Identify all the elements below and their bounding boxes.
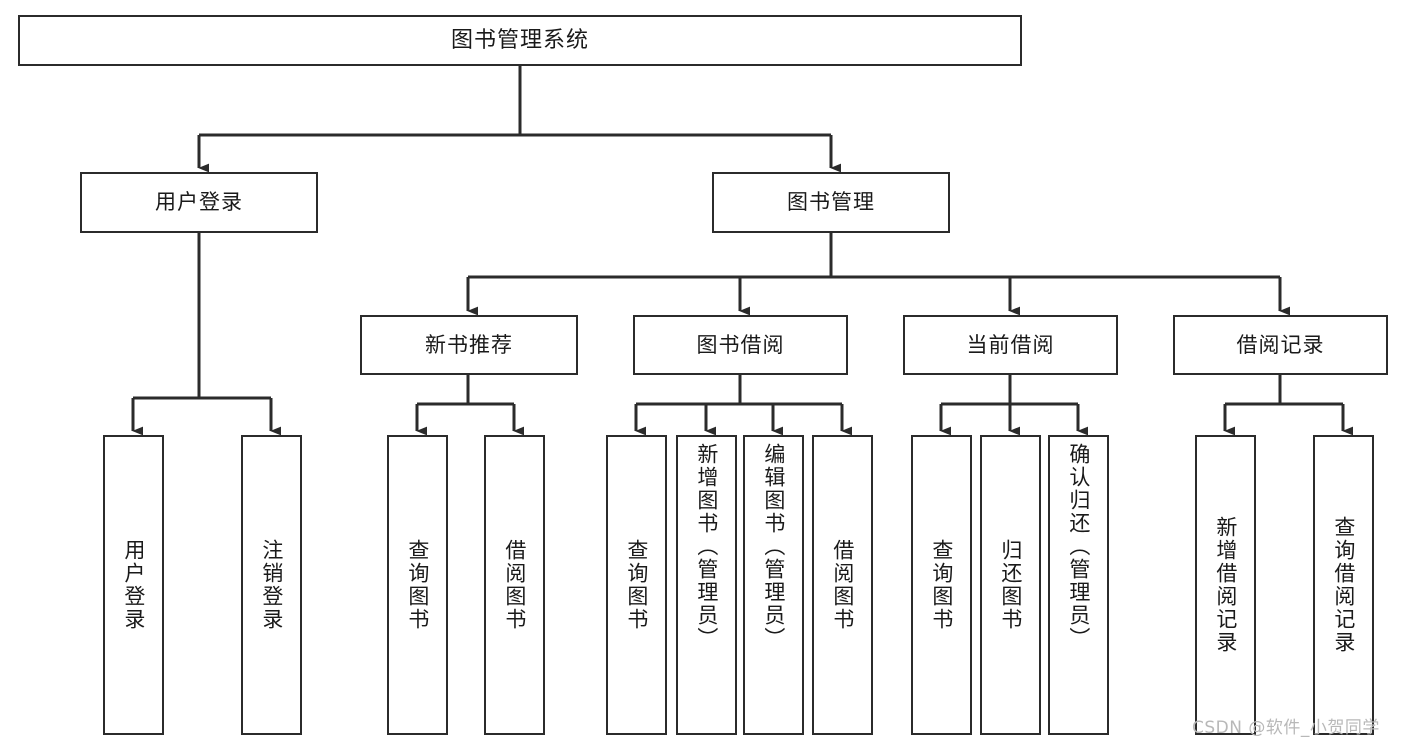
node-label: 新书推荐 — [425, 332, 513, 357]
leaf-user-login-signin[interactable]: 用户登录 — [103, 435, 164, 735]
node-label: 查询借阅记录 — [1331, 516, 1356, 654]
node-label: 当前借阅 — [966, 332, 1055, 357]
leaf-new-book-query[interactable]: 查询图书 — [387, 435, 448, 735]
node-label: 用户登录 — [121, 539, 146, 631]
node-label: 查询图书 — [624, 539, 649, 631]
node-label: 新增借阅记录 — [1213, 516, 1238, 654]
node-label: 借阅图书 — [502, 539, 527, 631]
node-label: 借阅记录 — [1236, 332, 1325, 357]
node-label: 新增图书（管理员） — [694, 443, 719, 650]
node-label: 确认归还（管理员） — [1066, 443, 1091, 650]
leaf-user-login-signout[interactable]: 注销登录 — [241, 435, 302, 735]
node-label: 查询图书 — [929, 539, 954, 631]
leaf-current-borrow-return[interactable]: 归还图书 — [980, 435, 1041, 735]
node-label: 编辑图书（管理员） — [761, 443, 786, 650]
node-book-management[interactable]: 图书管理 — [712, 172, 950, 233]
node-label: 图书借阅 — [696, 332, 785, 357]
node-new-book-recommend[interactable]: 新书推荐 — [360, 315, 578, 375]
leaf-borrow-record-query[interactable]: 查询借阅记录 — [1313, 435, 1374, 735]
node-user-login[interactable]: 用户登录 — [80, 172, 318, 233]
leaf-new-book-borrow[interactable]: 借阅图书 — [484, 435, 545, 735]
leaf-current-borrow-query[interactable]: 查询图书 — [911, 435, 972, 735]
leaf-book-borrow-add[interactable]: 新增图书（管理员） — [676, 435, 737, 735]
leaf-borrow-record-add[interactable]: 新增借阅记录 — [1195, 435, 1256, 735]
leaf-book-borrow-edit[interactable]: 编辑图书（管理员） — [743, 435, 804, 735]
node-label: 用户登录 — [155, 190, 243, 215]
node-label: 查询图书 — [405, 539, 430, 631]
node-label: 图书管理 — [787, 190, 875, 215]
node-label: 图书管理系统 — [450, 27, 589, 53]
leaf-book-borrow-lend[interactable]: 借阅图书 — [812, 435, 873, 735]
node-label: 注销登录 — [259, 539, 284, 631]
node-label: 借阅图书 — [830, 539, 855, 631]
node-label: 归还图书 — [998, 539, 1023, 631]
leaf-current-borrow-confirm-return[interactable]: 确认归还（管理员） — [1048, 435, 1109, 735]
node-book-borrow[interactable]: 图书借阅 — [633, 315, 848, 375]
csdn-watermark: CSDN @软件_小贺同学 — [1192, 718, 1380, 738]
node-borrow-record[interactable]: 借阅记录 — [1173, 315, 1388, 375]
node-current-borrow[interactable]: 当前借阅 — [903, 315, 1118, 375]
leaf-book-borrow-query[interactable]: 查询图书 — [606, 435, 667, 735]
node-root-book-management-system[interactable]: 图书管理系统 — [18, 15, 1022, 66]
